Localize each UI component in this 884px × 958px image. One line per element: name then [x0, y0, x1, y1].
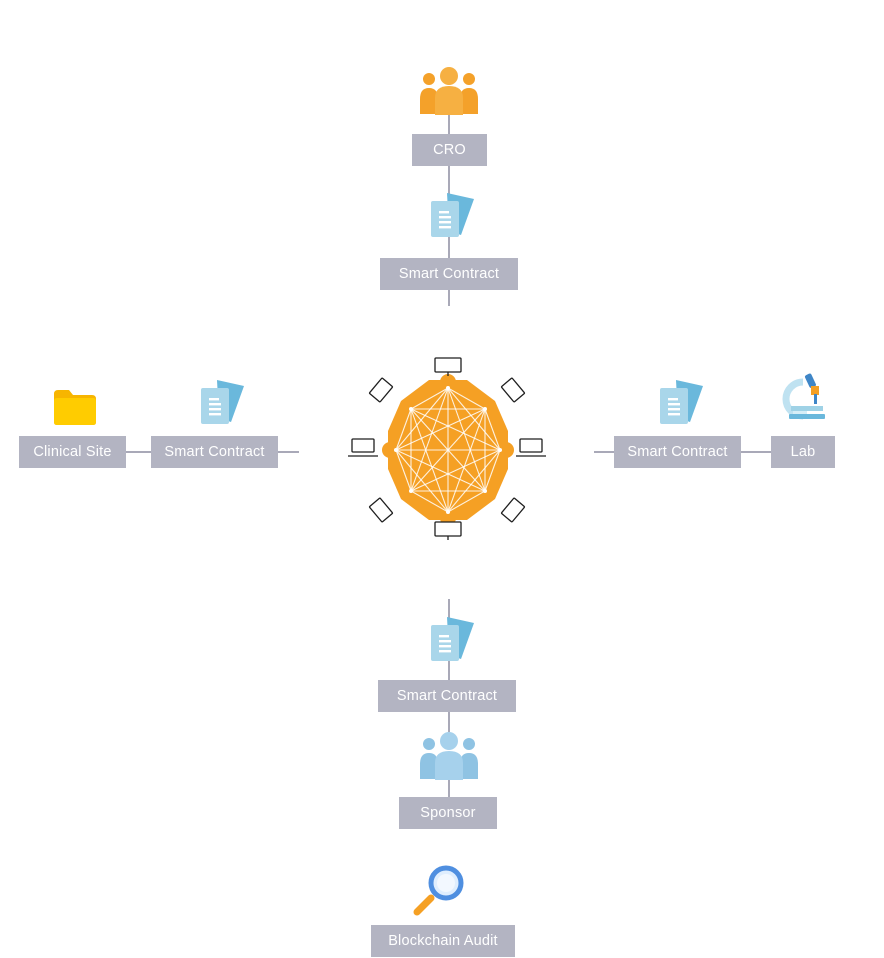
connector-line: [594, 451, 615, 453]
connector-line: [448, 113, 450, 135]
cro-node[interactable]: CRO: [412, 134, 487, 166]
connector-line: [448, 599, 450, 621]
connector-line: [448, 290, 450, 306]
connector-line: [448, 712, 450, 732]
connector-line: [448, 165, 450, 195]
connector-line: [126, 451, 152, 453]
sponsor-node[interactable]: Sponsor: [399, 797, 497, 829]
connector-line: [448, 660, 450, 681]
connector-line: [448, 778, 450, 798]
lab-node[interactable]: Lab: [771, 436, 835, 468]
document-icon: [658, 378, 704, 424]
smart-contract-left-node[interactable]: Smart Contract: [151, 436, 278, 468]
folder-icon: [53, 388, 97, 426]
document-icon: [199, 378, 245, 424]
group-people-icon: [419, 731, 479, 781]
group-people-icon: [419, 66, 479, 116]
document-icon: [429, 191, 475, 237]
magnifier-icon: [411, 864, 467, 920]
smart-contract-right-node[interactable]: Smart Contract: [614, 436, 741, 468]
document-icon: [429, 615, 475, 661]
smart-contract-top-node[interactable]: Smart Contract: [380, 258, 518, 290]
connector-line: [740, 451, 771, 453]
blockchain-audit-node[interactable]: Blockchain Audit: [371, 925, 515, 957]
microscope-icon: [782, 372, 827, 422]
connector-line: [448, 236, 450, 259]
connector-line: [277, 451, 299, 453]
clinical-site-node[interactable]: Clinical Site: [19, 436, 126, 468]
smart-contract-bottom-node[interactable]: Smart Contract: [378, 680, 516, 712]
blockchain-network-icon: [340, 350, 556, 550]
